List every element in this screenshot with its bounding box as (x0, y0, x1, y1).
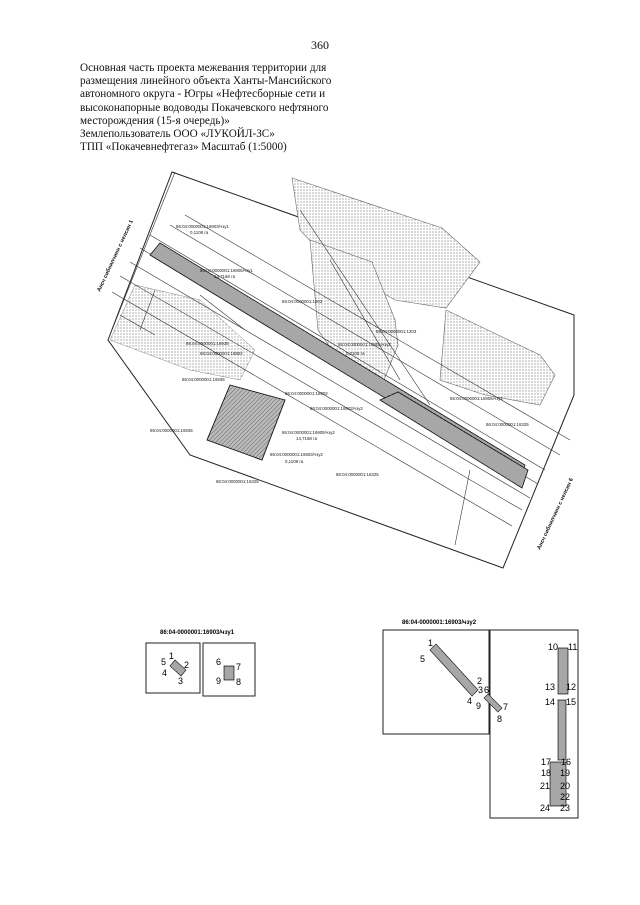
point-label: 8 (497, 714, 502, 724)
parcel-label: 86:04:0000001:1203 (376, 329, 417, 334)
parcel-label: 86:04:0000001:16935 (186, 341, 229, 346)
parcel-shape (557, 647, 569, 695)
title-line: ТПП «Покачевнефтегаз» Масштаб (1:5000) (80, 141, 287, 154)
point-label: 1 (169, 651, 174, 661)
point-label: 5 (420, 654, 425, 664)
point-label: 5 (161, 657, 166, 667)
title-line: автономного округа - Югры «Нефтесборные … (80, 88, 326, 101)
parcel-label: 86:04:0000001:16903/чзу2 (270, 452, 323, 457)
point-label: 8 (236, 677, 241, 687)
area-label: 0,1108 га (190, 230, 209, 235)
point-label: 6 (216, 657, 221, 667)
dotted-area (291, 177, 481, 309)
parcel-label: 86:04:0000001:16325 (336, 472, 379, 477)
point-label: 21 (540, 781, 550, 791)
point-label: 18 (541, 768, 551, 778)
point-label: 4 (162, 668, 167, 678)
point-label: 17 (541, 757, 551, 767)
point-label: 2 (477, 676, 482, 686)
area-label: 14,7168 га (296, 436, 318, 441)
point-label: 16 (561, 757, 571, 767)
parcel-shape (483, 693, 503, 713)
page-number: 360 (311, 38, 329, 52)
parcel-label: 86:04:0000001:16935 (150, 428, 193, 433)
inset-title: 86:04-0000001:16903/чзу1 (160, 630, 235, 636)
axis-label: Ансч сибнилчинн с нелсин 6 (535, 477, 574, 551)
axis-label: Ансч сибнилчинн с нелсин 1 (95, 219, 134, 293)
point-label: 19 (560, 768, 570, 778)
title-line: размещения линейного объекта Ханты-Манси… (80, 75, 332, 88)
parcel-label: 86:04:0000001:18902 (200, 351, 243, 356)
parcel-label: 86:04:0000001:1203 (282, 299, 323, 304)
title-line: Основная часть проекта межевания террито… (80, 62, 327, 74)
point-label: 3 (478, 685, 483, 695)
area-label: 0,1108 га (285, 459, 304, 464)
point-label: 10 (548, 642, 558, 652)
point-label: 9 (476, 701, 481, 711)
parcel-label: 86:04:0000001:18902 (285, 391, 328, 396)
inset-right: 86:04-0000001:16903/чзу2 1 2 3 4 5 6 7 8… (382, 620, 579, 819)
parcel-shape (557, 699, 567, 761)
point-label: 7 (503, 702, 508, 712)
parcel-shape (429, 643, 479, 697)
dotted-area (439, 309, 556, 406)
parcel-band (379, 391, 529, 489)
parcel-shape (223, 665, 235, 681)
title-line: месторождения (15-я очередь)» (80, 114, 230, 127)
point-label: 4 (467, 696, 472, 706)
point-label: 2 (184, 660, 189, 670)
point-label: 20 (560, 781, 570, 791)
point-label: 1 (428, 638, 433, 648)
main-plan: 86:04:0000001:16903/чзу1 0,1108 га 86:04… (95, 171, 575, 569)
area-label: 14,7168 га (214, 274, 236, 279)
parcel-label: 86:04:0000001:16325 (216, 479, 259, 484)
point-label: 3 (178, 676, 183, 686)
inset-title: 86:04-0000001:16903/чзу2 (402, 620, 477, 626)
point-label: 11 (568, 642, 577, 652)
area-label: 0,2108 га (346, 351, 365, 356)
parcel-shape (169, 659, 187, 677)
point-label: 14 (545, 697, 555, 707)
inset-left: 86:04-0000001:16903/чзу1 1 2 3 4 5 6 7 8… (145, 630, 256, 697)
parcel-label: 86:04:0000001:16905/чзу2 (282, 430, 335, 435)
point-label: 15 (566, 697, 576, 707)
parcel-label: 86:04:0000001:16905/чзу2 (338, 342, 391, 347)
parcel-label: 86:04:0000001:16935 (182, 377, 225, 382)
parcel-label: 86:04:0000001:16905/чзу1 (450, 396, 503, 401)
point-label: 9 (216, 676, 221, 686)
parcel-label: 86:04:0000001:16903/чзу2 (310, 406, 363, 411)
parcel-shape (549, 761, 567, 807)
point-label: 24 (540, 803, 550, 813)
document-title: Основная часть проекта межевания террито… (80, 62, 380, 154)
point-label: 7 (236, 662, 241, 672)
title-line: высоконапорные водоводы Покачевского неф… (80, 101, 329, 114)
parcel-label: 86:04:0000001:16903/чзу1 (176, 224, 229, 229)
point-label: 6 (484, 685, 489, 695)
point-label: 23 (560, 803, 570, 813)
title-line: Землепользователь ООО «ЛУКОЙЛ-ЗС» (80, 128, 275, 141)
point-label: 12 (566, 682, 576, 692)
point-label: 22 (560, 792, 570, 802)
point-label: 13 (545, 682, 555, 692)
parcel-label: 86:04:0000001:16905/чзу1 (200, 268, 253, 273)
dark-parcel (206, 384, 286, 461)
parcel-label: 86:04:0000001:16325 (486, 422, 529, 427)
